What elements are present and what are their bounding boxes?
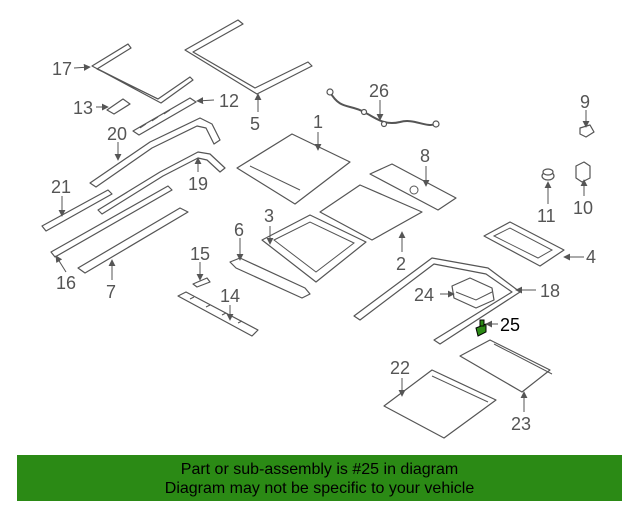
callout-2: 2 [396, 254, 406, 274]
part-5-frame [184, 19, 313, 95]
callout-26: 26 [369, 81, 389, 101]
banner-line-disclaimer: Diagram may not be specific to your vehi… [164, 480, 475, 497]
callout-12: 12 [219, 91, 239, 111]
callout-4: 4 [586, 247, 596, 267]
part-3-glass-frame [261, 214, 367, 283]
callout-13: 13 [73, 98, 93, 118]
callout-21: 21 [51, 177, 71, 197]
part-14-seal [177, 291, 259, 337]
callout-6: 6 [234, 220, 244, 240]
part-2-rear-glass [319, 184, 423, 241]
part-23-sunshade [459, 339, 553, 393]
part-12-rail [132, 97, 197, 136]
callout-23: 23 [511, 414, 531, 434]
part-18-track [353, 257, 521, 345]
callout-8: 8 [420, 146, 430, 166]
callout-24: 24 [414, 285, 434, 305]
callout-18: 18 [540, 281, 560, 301]
callout-11: 11 [537, 206, 556, 226]
part-8-rear-panel [369, 163, 457, 211]
part-25-screw-highlighted [475, 319, 487, 337]
part-19-channel [97, 151, 226, 215]
part-21-weatherstrip [41, 189, 113, 232]
callout-19: 19 [188, 174, 208, 194]
callout-5: 5 [250, 114, 260, 134]
part-16-strip [50, 185, 173, 258]
callout-14: 14 [220, 286, 240, 306]
part-20-channel [89, 117, 221, 188]
part-17-header-frame [91, 43, 194, 104]
part-1-glass [236, 133, 351, 205]
callout-20: 20 [107, 124, 127, 144]
callout-3: 3 [264, 206, 274, 226]
banner-line-part: Part or sub-assembly is #25 in diagram [180, 461, 459, 478]
part-7-trim [77, 207, 189, 274]
callout-22: 22 [390, 358, 410, 378]
part-22-shade-panel [383, 369, 497, 439]
callout-16: 16 [56, 273, 76, 293]
parts-diagram: 17 5 13 12 20 19 21 16 7 1 2 3 8 26 9 10… [41, 19, 596, 439]
part-4-frame-panel [483, 221, 565, 267]
callout-15: 15 [190, 244, 210, 264]
part-10-bracket [575, 161, 591, 183]
part-11-grommet [541, 168, 555, 181]
callout-7: 7 [106, 282, 116, 302]
part-9-bolt [579, 124, 595, 138]
info-banner: Part or sub-assembly is #25 in diagram D… [17, 455, 622, 501]
callout-10: 10 [573, 198, 593, 218]
part-13-bracket [106, 98, 131, 115]
callout-9: 9 [580, 92, 590, 112]
callout-17: 17 [52, 59, 72, 79]
callout-1: 1 [313, 112, 323, 132]
part-24-motor [451, 277, 495, 309]
part-15-clip [192, 277, 211, 288]
callout-25: 25 [500, 315, 520, 335]
leader-lines [55, 63, 590, 412]
